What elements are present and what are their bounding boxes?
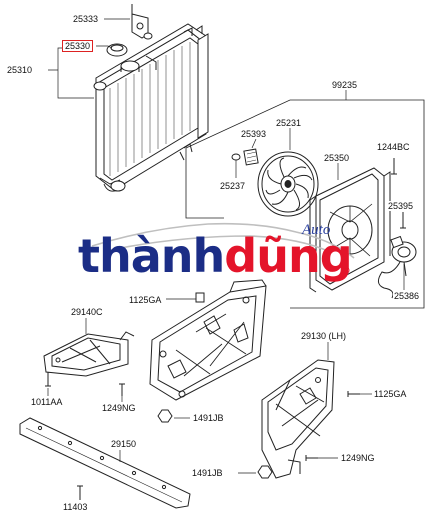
side-guard-lh-drawing <box>261 359 335 479</box>
label-1249ng-left: 1249NG <box>101 403 137 413</box>
label-25310: 25310 <box>6 65 34 75</box>
label-1125ga-right: 1125GA <box>373 389 408 399</box>
watermark-registered: ® <box>340 264 351 277</box>
label-25386: 25386 <box>393 291 421 301</box>
screw-1244bc-drawing <box>391 158 397 175</box>
radiator-drawing <box>93 23 209 192</box>
lower-guard-drawing <box>149 279 267 401</box>
label-29130-lh: 29130 (LH) <box>300 331 348 341</box>
small-guard-drawing <box>43 331 135 377</box>
fan-motor-drawing <box>378 212 417 299</box>
label-25393: 25393 <box>240 129 268 139</box>
label-25231: 25231 <box>275 118 303 128</box>
watermark-brand-main: thành <box>78 229 225 283</box>
fan-blade-drawing <box>257 151 319 217</box>
watermark-car-outline <box>91 222 355 259</box>
label-25350: 25350 <box>323 153 351 163</box>
watermark-logo: thànhdũng Auto ® <box>78 222 378 298</box>
watermark-sub: Auto <box>302 222 331 238</box>
radiator-cap-drawing <box>106 43 128 57</box>
label-25333: 25333 <box>72 14 100 24</box>
clip-25393-drawing <box>243 148 259 166</box>
label-25330: 25330 <box>62 40 94 52</box>
label-29150: 29150 <box>110 439 138 449</box>
label-1244bc: 1244BC <box>376 142 411 152</box>
label-99235: 99235 <box>331 80 359 90</box>
lower-strip-drawing <box>19 417 191 509</box>
label-1125ga-top: 1125GA <box>128 295 163 305</box>
label-1491jb-mid: 1491JB <box>192 413 225 423</box>
label-1249ng-low: 1249NG <box>340 453 376 463</box>
label-25395: 25395 <box>387 201 415 211</box>
label-1011aa: 1011AA <box>30 397 64 407</box>
fan-shroud-drawing <box>309 167 391 293</box>
label-bottom-cut: 11403 <box>62 502 89 510</box>
watermark-brand-accent: dũng <box>224 229 352 283</box>
upper-bracket-drawing <box>131 4 153 40</box>
label-1491jb-low: 1491JB <box>191 468 224 478</box>
label-29140c: 29140C <box>70 307 104 317</box>
watermark-brand: thànhdũng <box>78 228 353 284</box>
label-25237: 25237 <box>219 181 247 191</box>
